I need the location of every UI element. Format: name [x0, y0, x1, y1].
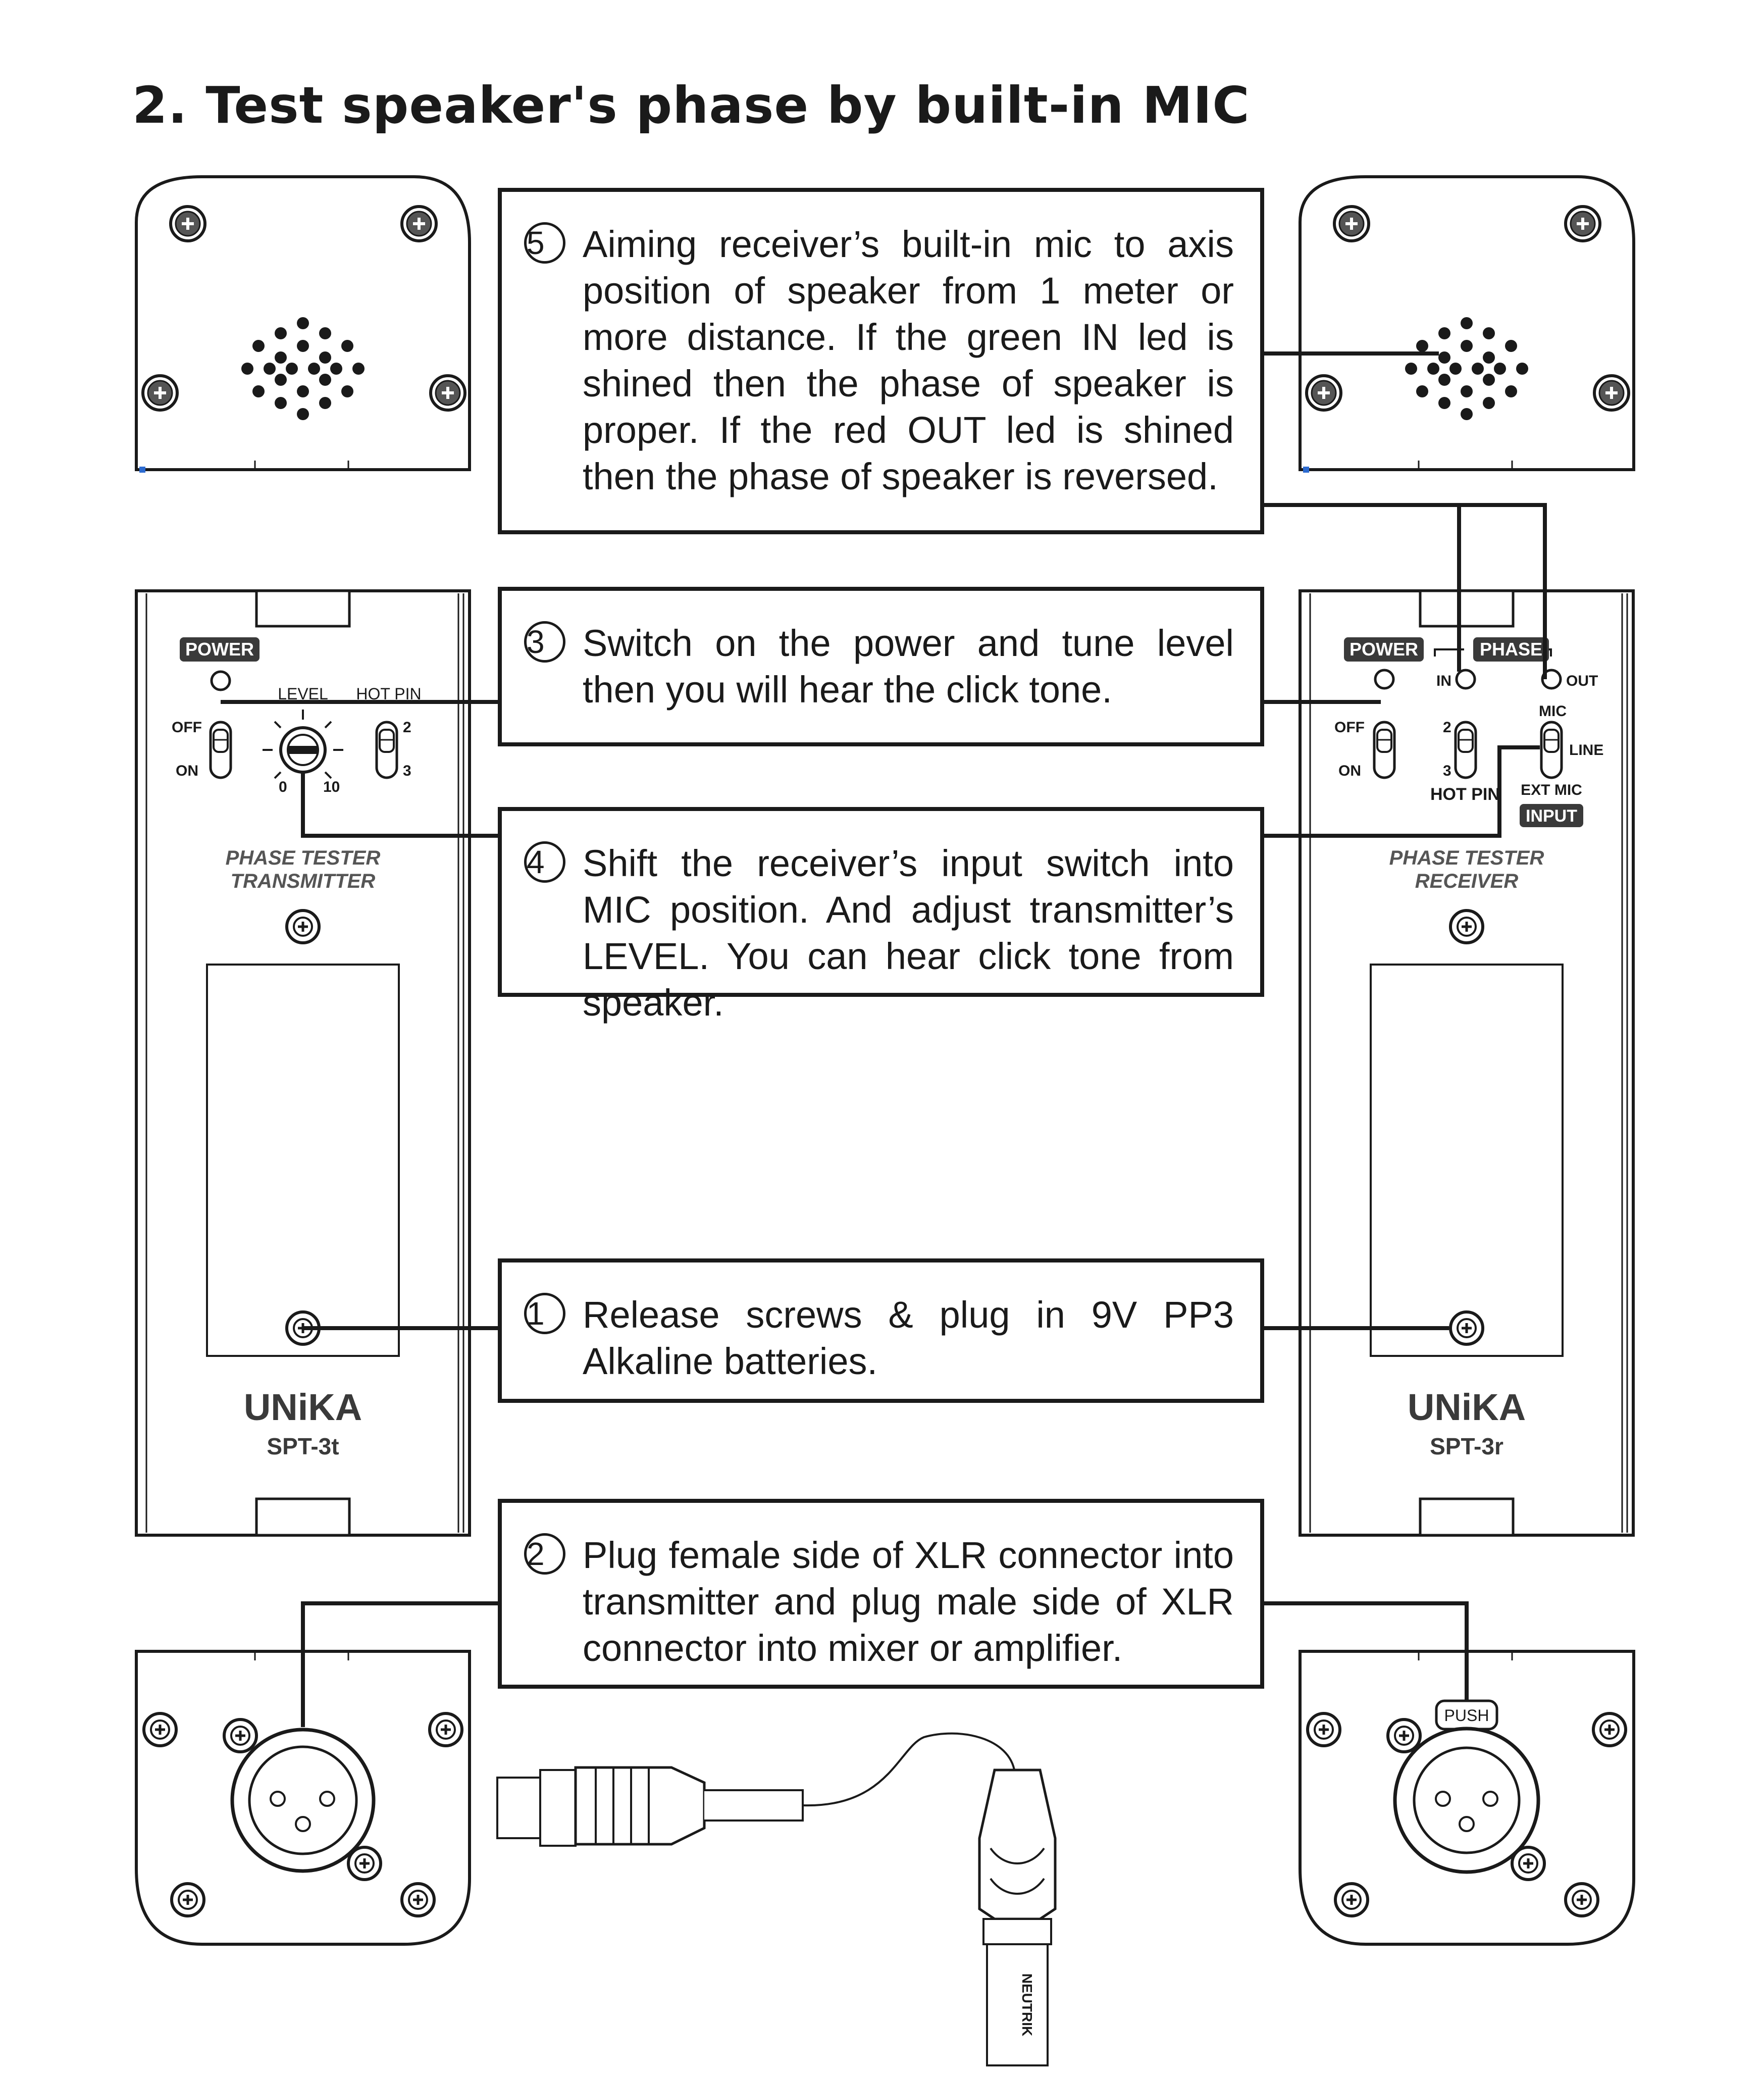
svg-text:HOT PIN: HOT PIN [1430, 785, 1500, 804]
svg-text:0: 0 [279, 779, 287, 795]
svg-text:EXT MIC: EXT MIC [1521, 782, 1582, 798]
callout-lines [221, 351, 1547, 1727]
transmitter-xlr-plate [135, 1650, 471, 1946]
svg-text:IN: IN [1436, 673, 1451, 689]
svg-text:UNiKA: UNiKA [1408, 1386, 1526, 1428]
xlr-cable: NEUTRIK [496, 1732, 1057, 2066]
transmitter-panel: POWER OFF ON LEVEL HOT PIN 0 10 2 3 PHAS… [135, 589, 471, 1537]
svg-text:OFF: OFF [172, 719, 202, 736]
receiver-speaker-top [1299, 175, 1635, 473]
tx-hotpin-switch[interactable] [377, 722, 397, 778]
svg-text:OFF: OFF [1334, 719, 1365, 736]
svg-text:ON: ON [1338, 763, 1361, 779]
step-2-callout: 2 Plug female side of XLR connector into… [498, 1499, 1264, 1689]
receiver-xlr-plate: PUSH [1299, 1650, 1635, 1946]
rx-hotpin-switch[interactable] [1456, 722, 1476, 778]
page-title: 2. Test speaker's phase by built-in MIC [132, 76, 1250, 135]
step-text: Aiming receiver’s built-in mic to axis p… [583, 223, 1234, 497]
rx-battery-cover [1370, 964, 1564, 1357]
step-text: Shift the receiver’s input switch into M… [583, 842, 1234, 1024]
tx-power-switch[interactable] [211, 722, 231, 778]
step-number-badge: 3 [524, 621, 565, 663]
svg-text:SPT-3t: SPT-3t [267, 1433, 339, 1459]
step-number-badge: 1 [524, 1293, 565, 1334]
svg-text:ON: ON [176, 763, 198, 779]
step-number-badge: 5 [524, 222, 565, 264]
svg-text:PHASE TESTER: PHASE TESTER [1389, 847, 1544, 869]
svg-text:OUT: OUT [1566, 673, 1598, 689]
tx-level-knob[interactable] [263, 710, 343, 779]
svg-text:2: 2 [403, 719, 411, 736]
svg-text:RECEIVER: RECEIVER [1415, 870, 1519, 892]
svg-text:TRANSMITTER: TRANSMITTER [231, 870, 376, 892]
svg-text:PHASE: PHASE [1480, 639, 1542, 660]
tx-brand-logo: UNiKA [244, 1386, 362, 1428]
transmitter-speaker-top [135, 175, 471, 473]
rx-input-switch[interactable] [1541, 722, 1562, 778]
receiver-panel: POWER PHASE IN OUT OFF ON 2 3 HOT PIN MI… [1299, 589, 1635, 1537]
tx-power-label: POWER [185, 639, 254, 660]
step-1-callout: 1 Release screws & plug in 9V PP3 Alkali… [498, 1258, 1264, 1403]
svg-text:POWER: POWER [1350, 639, 1418, 660]
push-latch-label: PUSH [1444, 1706, 1489, 1725]
step-4-callout: 4 Shift the receiver’s input switch into… [498, 807, 1264, 1024]
step-text: Release screws & plug in 9V PP3 Alkaline… [583, 1294, 1234, 1382]
svg-text:PHASE TESTER: PHASE TESTER [226, 847, 381, 869]
svg-text:3: 3 [1443, 763, 1451, 779]
svg-text:MIC: MIC [1539, 703, 1567, 720]
step-number-badge: 4 [524, 841, 565, 883]
step-text: Plug female side of XLR connector into t… [583, 1534, 1234, 1669]
rx-in-led [1455, 669, 1476, 690]
svg-text:10: 10 [323, 779, 340, 795]
svg-text:INPUT: INPUT [1526, 806, 1577, 826]
cable-brand-label: NEUTRIK [1019, 1974, 1035, 2036]
step-number-badge: 2 [524, 1533, 565, 1575]
step-3-callout: 3 Switch on the power and tune level the… [498, 587, 1264, 746]
svg-text:2: 2 [1443, 719, 1451, 736]
tx-power-led [210, 670, 231, 691]
xlr-male-jack-icon [1413, 1746, 1521, 1854]
svg-text:3: 3 [403, 763, 411, 779]
svg-text:SPT-3r: SPT-3r [1430, 1433, 1503, 1459]
xlr-female-jack-icon [248, 1745, 358, 1855]
tx-battery-cover [206, 964, 400, 1357]
step-5-callout: 5 Aiming receiver’s built-in mic to axis… [498, 188, 1264, 534]
rx-power-switch[interactable] [1374, 722, 1394, 778]
step-text: Switch on the power and tune level then … [583, 622, 1234, 711]
svg-text:LINE: LINE [1569, 742, 1603, 759]
